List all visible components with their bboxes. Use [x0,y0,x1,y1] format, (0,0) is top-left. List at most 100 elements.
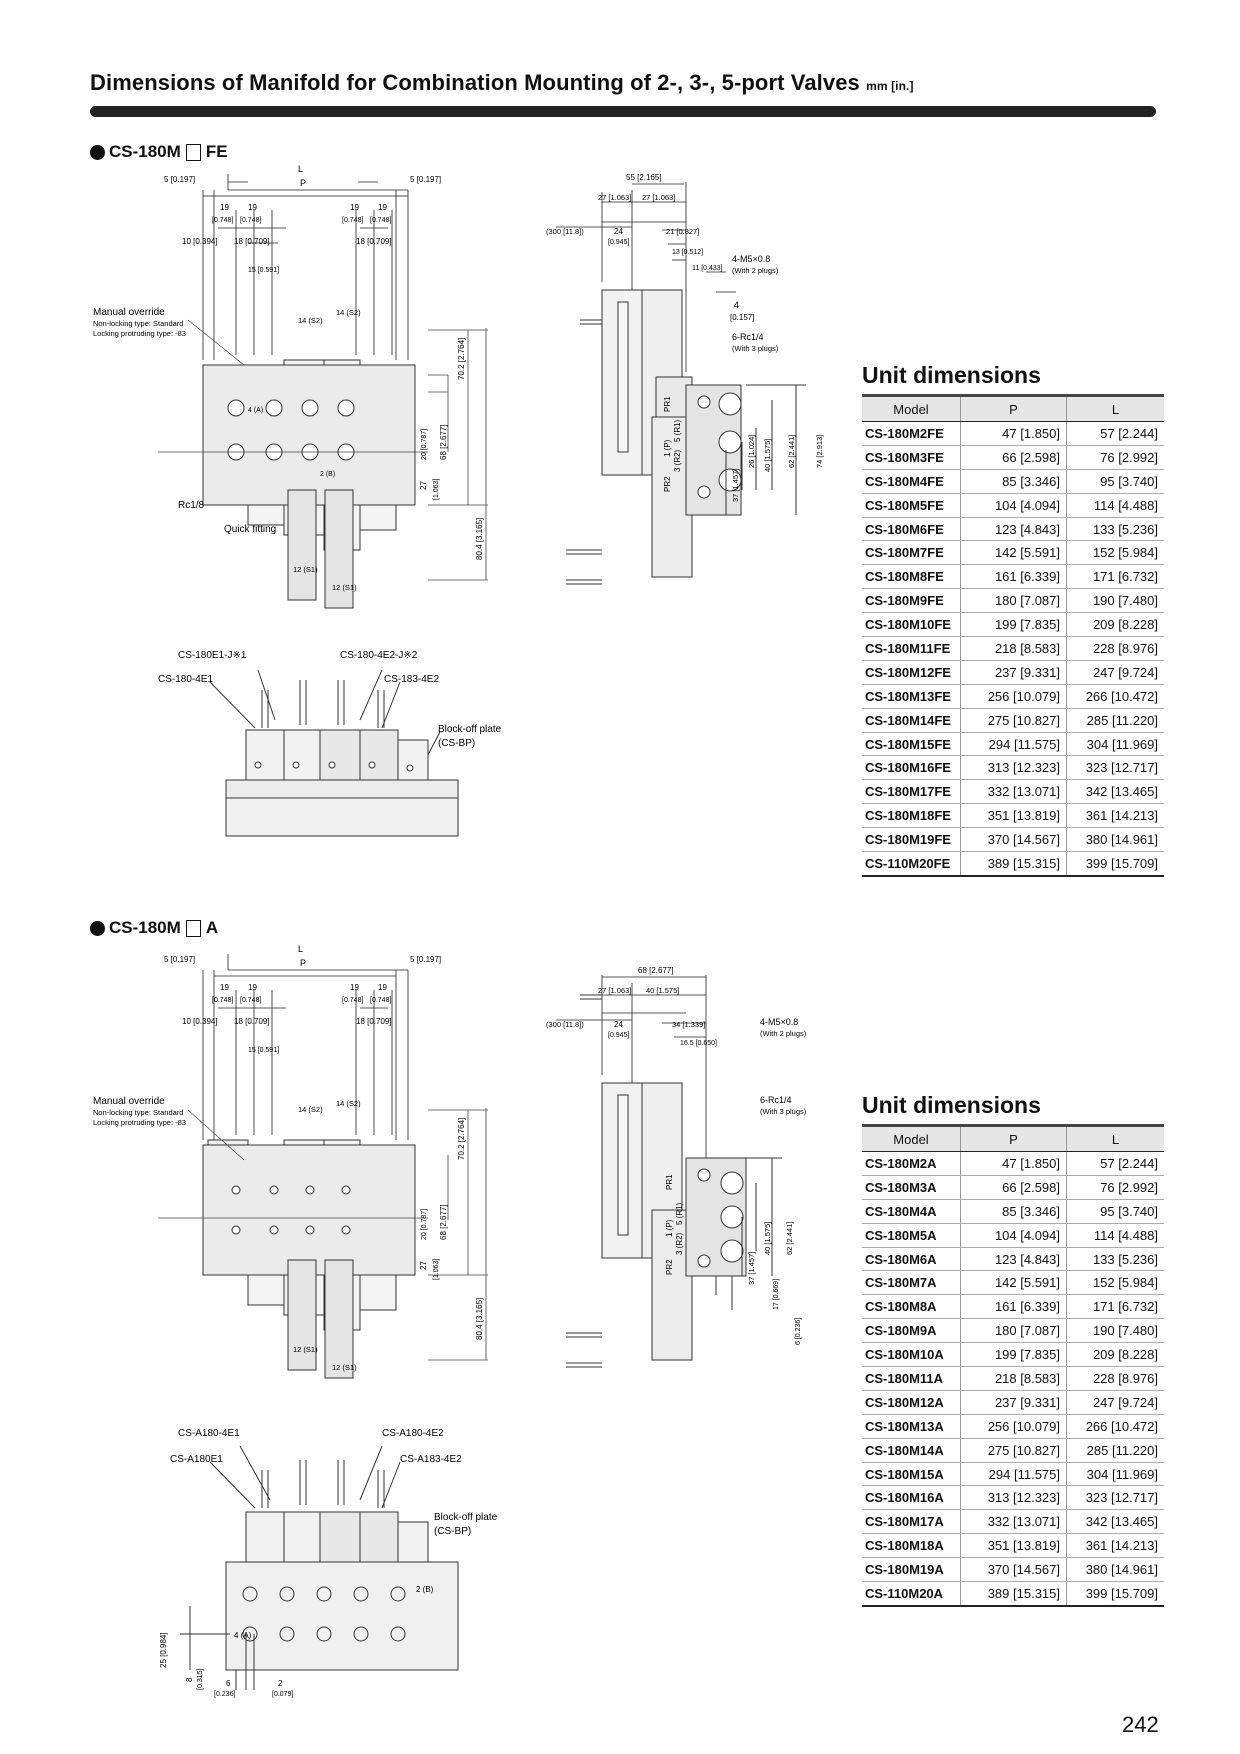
l-cell: 95 [3.740] [1066,469,1164,494]
rc14-note: (With 3 plugs) [760,1107,807,1116]
model-cell: CS-180M17A [862,1509,961,1535]
non-locking-note: Non-locking type: Standard [93,319,183,328]
side-dim-27b: 27 [1.063] [642,193,675,202]
port-2b-label: 2 (B) [320,471,335,478]
side-dim-21: 21 [0.827] [666,227,699,236]
dim-6in-a: [0.236] [214,1691,235,1698]
model-cell: CS-180M13FE [862,684,961,709]
dim-19-c: 19 [350,983,359,992]
model-cell: CS-180M19FE [862,827,961,853]
dim-15: 15 [0.591] [248,267,279,274]
dim-27in: [1.063] [433,479,440,500]
module-label-mr-a: CS-A183-4E2 [400,1454,462,1465]
p-cell: 237 [9.331] [960,660,1067,685]
model-cell: CS-180M9FE [862,588,961,614]
l-cell: 152 [5.984] [1066,1270,1164,1296]
dim-27in: [1.063] [433,1259,440,1280]
m5-label: 4-M5×0.8 [732,254,770,264]
side-dim-40: 40 [1.575] [646,986,679,995]
model-cell: CS-180M8A [862,1294,961,1320]
p-cell: 142 [5.591] [960,1270,1067,1296]
l-cell: 399 [15.709] [1066,1581,1164,1607]
model-cell: CS-180M11FE [862,636,961,661]
dim-5-right: 5 [0.197] [410,175,441,184]
col-header-model: Model [862,1125,961,1152]
col-header-l: L [1066,395,1164,422]
bullet-icon [90,920,105,936]
p-cell: 294 [11.575] [960,1462,1067,1487]
port-12s1-a: 12 (S1) [293,1345,318,1354]
side-dim-37: 37 [1.457] [747,1252,756,1285]
dim-19-c: 19 [350,203,359,212]
dim-15: 15 [0.591] [248,1047,279,1054]
side-dim-40: 40 [1.575] [763,439,772,472]
l-cell: 266 [10.472] [1066,1414,1164,1439]
side-dim-74: 74 [2.913] [815,435,824,468]
l-cell: 247 [9.724] [1066,660,1164,685]
p-cell: 142 [5.591] [960,540,1067,566]
manifold-assembly-drawing-a: CS-A180-4E1 CS-A180-4E2 CS-A180E1 CS-A18… [159,1428,498,1698]
model-cell: CS-180M8FE [862,564,961,590]
l-cell: 209 [8.228] [1066,1342,1164,1368]
dim-18-a: 18 [0.709] [234,1017,270,1026]
dim-19in-d: [0.748] [370,997,391,1004]
dim-702: 70.2 [2.764] [457,1118,466,1160]
dim-19in-d: [0.748] [370,217,391,224]
dim-27: 27 [419,1261,428,1270]
side-dim-300: (300 [11.8]) [546,1020,584,1029]
m5-note: (With 2 plugs) [732,266,779,275]
blockoff-code-fe: (CS-BP) [438,738,475,749]
dim-2in-a: [0.079] [272,1691,293,1698]
port-pr2: PR2 [663,476,672,492]
model-cell: CS-180M4FE [862,469,961,494]
p-cell: 256 [10.079] [960,684,1067,709]
p-cell: 199 [7.835] [960,612,1067,638]
col-header-l: L [1066,1125,1164,1152]
model-cell: CS-180M3A [862,1175,961,1200]
l-cell: 171 [6.732] [1066,1294,1164,1320]
p-cell: 351 [13.819] [960,1533,1067,1559]
module-label-ml-fe: CS-180-4E1 [158,674,213,685]
p-cell: 123 [4.843] [960,517,1067,542]
model-cell: CS-180M18A [862,1533,961,1559]
dim-804: 80.4 [3.165] [475,518,484,560]
rc18-label: Rc1/8 [178,500,205,511]
side-dim-27: 27 [1.063] [598,986,631,995]
dim-19-d: 19 [378,983,387,992]
module-label-ml-a: CS-A180E1 [170,1454,223,1465]
side-dim-11: 11 [0.433] [692,265,723,272]
l-cell: 399 [15.709] [1066,851,1164,877]
dim-19-a: 19 [220,203,229,212]
rc14-label: 6-Rc1/4 [760,1095,792,1105]
side-dim-24: 24 [614,1020,623,1029]
l-cell: 380 [14.961] [1066,1557,1164,1583]
side-dim-55: 55 [2.165] [626,173,662,182]
dim-19in-b: [0.748] [240,997,261,1004]
model-cell: CS-180M12A [862,1390,961,1415]
l-cell: 114 [4.488] [1066,1223,1164,1248]
l-cell: 190 [7.480] [1066,588,1164,614]
l-cell: 133 [5.236] [1066,1247,1164,1272]
model-cell: CS-180M16A [862,1485,961,1511]
side-dim-68: 68 [2.677] [638,966,674,975]
p-cell: 66 [2.598] [960,1175,1067,1200]
locking-note: Locking protruding type: -83 [93,329,186,338]
l-cell: 323 [12.717] [1066,755,1164,781]
side-dim-24: 24 [614,227,623,236]
page-title-text: Dimensions of Manifold for Combination M… [90,70,860,95]
p-cell: 47 [1.850] [960,421,1067,446]
dim-702: 70.2 [2.764] [457,338,466,380]
model-cell: CS-180M19A [862,1557,961,1583]
port-5r1: 5 (R1) [673,419,682,442]
